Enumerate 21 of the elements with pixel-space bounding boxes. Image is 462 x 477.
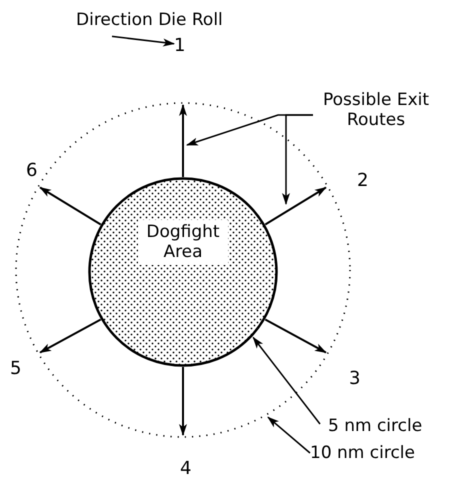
exit-arrow: [264, 318, 327, 354]
callout-text: 10 nm circle: [310, 443, 460, 464]
exit-arrow: [179, 104, 187, 177]
direction-number: 1: [174, 35, 190, 57]
direction-number: 4: [180, 458, 192, 477]
direction-number: 6: [26, 160, 38, 181]
exit-arrow: [179, 367, 187, 436]
callout-text: 5 nm circle: [328, 416, 460, 436]
leader-line: [252, 336, 321, 424]
exit-arrow: [264, 186, 327, 226]
direction-number: 3: [349, 368, 360, 389]
direction-number: 2: [357, 170, 368, 191]
leader-line: [112, 36, 175, 46]
callout-text: Direction Die Roll: [76, 10, 276, 30]
leader-line: [267, 416, 310, 454]
area-label: Dogfight Area: [138, 220, 228, 265]
callout-text: Possible Exit Routes: [296, 90, 456, 131]
exit-arrow: [39, 318, 102, 354]
direction-number: 5: [10, 358, 22, 379]
leader-line: [282, 114, 313, 205]
exit-arrow: [39, 186, 102, 226]
